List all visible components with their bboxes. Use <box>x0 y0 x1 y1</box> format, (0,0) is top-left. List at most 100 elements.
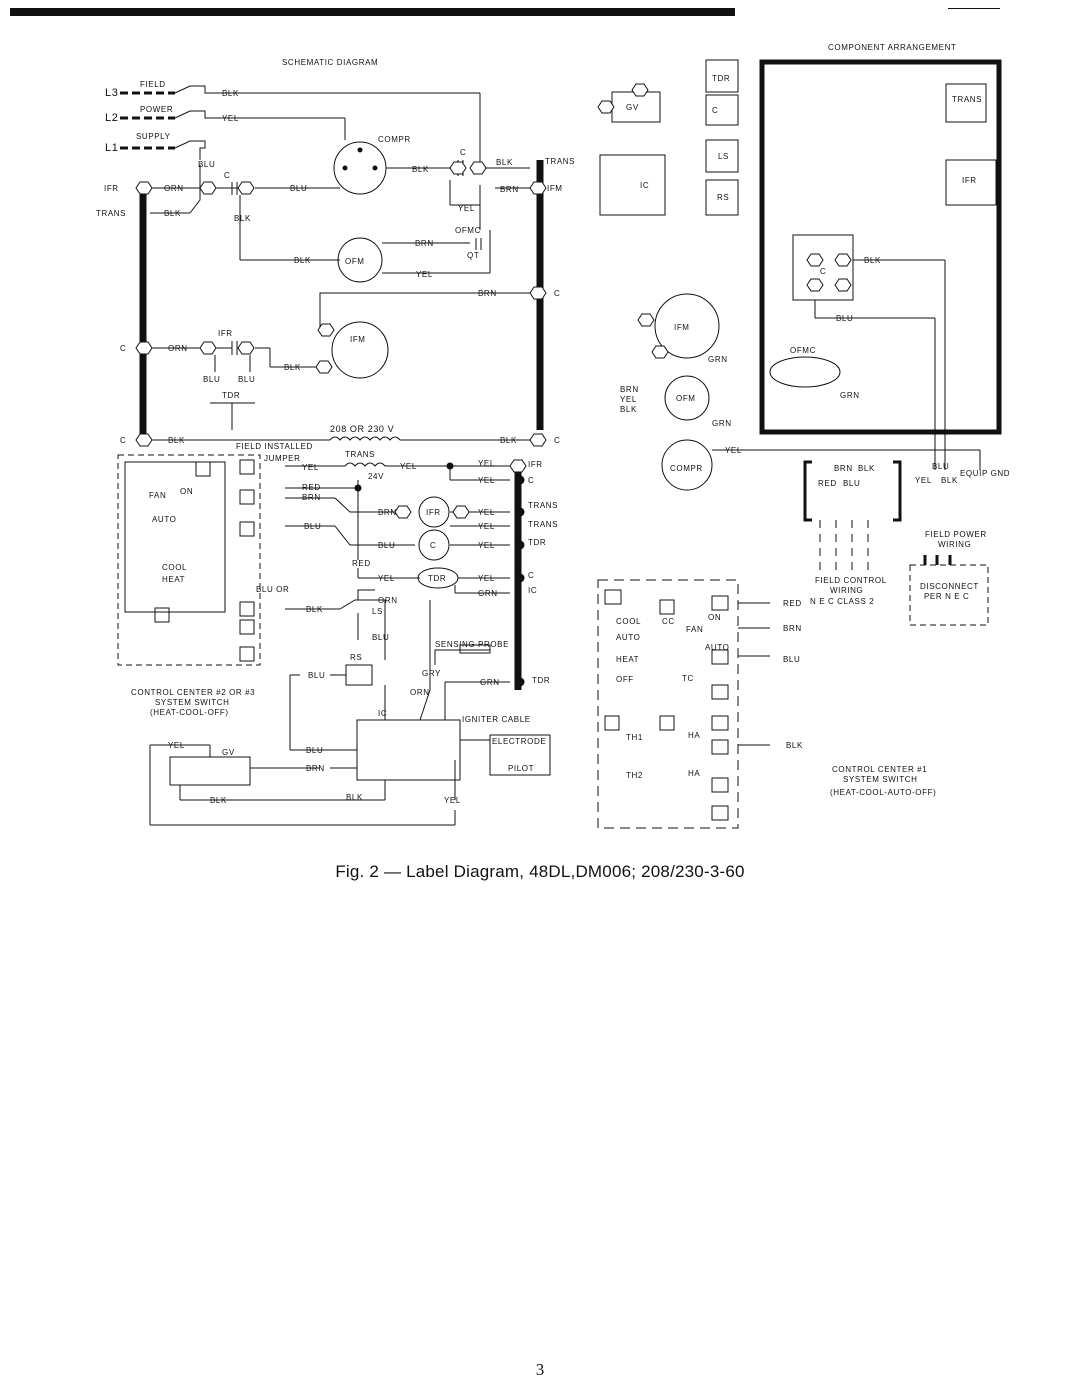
page-number: 3 <box>535 1360 545 1379</box>
ca-ifr-label: IFR <box>962 176 977 185</box>
cc23-title: CONTROL CENTER #2 OR #3 <box>131 688 255 697</box>
ca-coil-label: C <box>712 106 718 115</box>
fcw-line1: FIELD CONTROL <box>815 576 887 585</box>
bottom-c-label: C <box>554 436 560 445</box>
ca-c-label: C <box>820 267 826 276</box>
tdr-grn-label: GRN <box>478 589 498 598</box>
blu-or-label: BLU OR <box>256 585 289 594</box>
blk-wire-label: BLK <box>164 209 181 218</box>
l3-label: L3 <box>105 87 118 99</box>
cc23-fan: FAN <box>149 491 166 500</box>
supply-label: SUPPLY <box>136 132 171 141</box>
sensing-probe-label: SENSING PROBE <box>435 640 509 649</box>
ifm-c-label: C <box>554 289 560 298</box>
c-label: C <box>224 171 230 180</box>
ls-blk-label: BLK <box>306 605 323 614</box>
bottom-blk-label: BLK <box>168 436 185 445</box>
ifr-coil-label: IFR <box>426 508 441 517</box>
c-terminal-label: C <box>120 344 126 353</box>
fcw-line3: N E C CLASS 2 <box>810 597 874 606</box>
power-label: POWER <box>140 105 173 114</box>
cc23-heat: HEAT <box>162 575 185 584</box>
brn-wire-label: BRN <box>500 185 519 194</box>
cc1-brn: BRN <box>783 624 802 633</box>
trans-coil-label: TRANS <box>345 450 375 459</box>
cc1-blu: BLU <box>783 655 800 664</box>
disconnect-line2: PER N E C <box>924 592 969 601</box>
ifm-label: IFM <box>350 335 366 344</box>
cc1-th1: TH1 <box>626 733 643 742</box>
ca-ifm-grn: GRN <box>708 355 728 364</box>
ic-brn-label: BRN <box>306 764 325 773</box>
ca-rs-label: RS <box>717 193 729 202</box>
ifr-brn-label: BRN <box>378 508 397 517</box>
l2-wire-label: YEL <box>222 114 239 123</box>
field-installed-label: FIELD INSTALLED <box>236 442 313 451</box>
bus-c-label: C <box>528 476 534 485</box>
compr-blk-label: BLK <box>412 165 429 174</box>
lv-yel-label-4: YEL <box>478 476 495 485</box>
bus-ic-label: IC <box>528 586 537 595</box>
ls-blu-label: BLU <box>372 633 389 642</box>
component-heading: COMPONENT ARRANGEMENT <box>828 43 956 52</box>
ofm-brn-label: BRN <box>415 239 434 248</box>
ifr-contact-label: IFR <box>218 329 233 338</box>
fw-blu: BLU <box>843 479 860 488</box>
cc1-modes: (HEAT-COOL-AUTO-OFF) <box>830 788 936 797</box>
cc1-ha2: HA <box>688 769 700 778</box>
cc1-cc: CC <box>662 617 675 626</box>
l2-label: L2 <box>105 112 118 124</box>
fpw-line1: FIELD POWER <box>925 530 987 539</box>
cc1-red: RED <box>783 599 802 608</box>
ca-gv-label: GV <box>626 103 639 112</box>
schematic-heading: SCHEMATIC DIAGRAM <box>282 58 378 67</box>
trans-label-2: TRANS <box>545 157 575 166</box>
cc1-th2: TH2 <box>626 771 643 780</box>
fp-blk: BLK <box>941 476 958 485</box>
tdr-yel-label-2: YEL <box>478 574 495 583</box>
fp-yel: YEL <box>915 476 932 485</box>
ls-label: LS <box>372 607 383 616</box>
cc1-cool: COOL <box>616 617 641 626</box>
bus-ifr-label: IFR <box>528 460 543 469</box>
cc1-auto: AUTO <box>616 633 640 642</box>
ca-ic-label: IC <box>640 181 649 190</box>
gv-yel-label: YEL <box>168 741 185 750</box>
tdr-coil-label: TDR <box>428 574 446 583</box>
gv-blk-label-2: BLK <box>346 793 363 802</box>
ls-orn-label: ORN <box>378 596 398 605</box>
l1-label: L1 <box>105 142 118 154</box>
ic-label: IC <box>378 709 387 718</box>
ca-compr-label: COMPR <box>670 464 703 473</box>
cc1-on: ON <box>708 613 721 622</box>
fw-red: RED <box>818 479 837 488</box>
ifr-blu-label: BLU <box>203 375 220 384</box>
trans-label: TRANS <box>96 209 126 218</box>
ca-ofm-label: OFM <box>676 394 696 403</box>
fp-equip-gnd: EQUIP GND <box>960 469 1010 478</box>
compr-blk-label-2: BLK <box>496 158 513 167</box>
c-blu-label: BLU <box>378 541 395 550</box>
ca-ofm-yel: YEL <box>620 395 637 404</box>
cc23-cool: COOL <box>162 563 187 572</box>
ca-ofm-grn: GRN <box>712 419 732 428</box>
cc23-modes: (HEAT-COOL-OFF) <box>150 708 229 717</box>
ca-ofm-brn: BRN <box>620 385 639 394</box>
cc1-blk: BLK <box>786 741 803 750</box>
c-yel-label-2: YEL <box>478 541 495 550</box>
ifr-label: IFR <box>104 184 119 193</box>
lv-yel-label-2: YEL <box>400 462 417 471</box>
24v-label: 24V <box>368 472 384 481</box>
pilot-label: PILOT <box>508 764 534 773</box>
electrode-label: ELECTRODE <box>492 737 546 746</box>
cc1-tc: TC <box>682 674 694 683</box>
igniter-cable-label: IGNITER CABLE <box>462 715 531 724</box>
cc1-ha1: HA <box>688 731 700 740</box>
ca-ofmc-label: OFMC <box>790 346 816 355</box>
bus-c-label-2: C <box>528 571 534 580</box>
cc23-subtitle: SYSTEM SWITCH <box>155 698 229 707</box>
cc23-auto: AUTO <box>152 515 176 524</box>
ifm-brn-label: BRN <box>478 289 497 298</box>
lv-yel-label: YEL <box>302 463 319 472</box>
jumper-label: JUMPER <box>264 454 301 463</box>
